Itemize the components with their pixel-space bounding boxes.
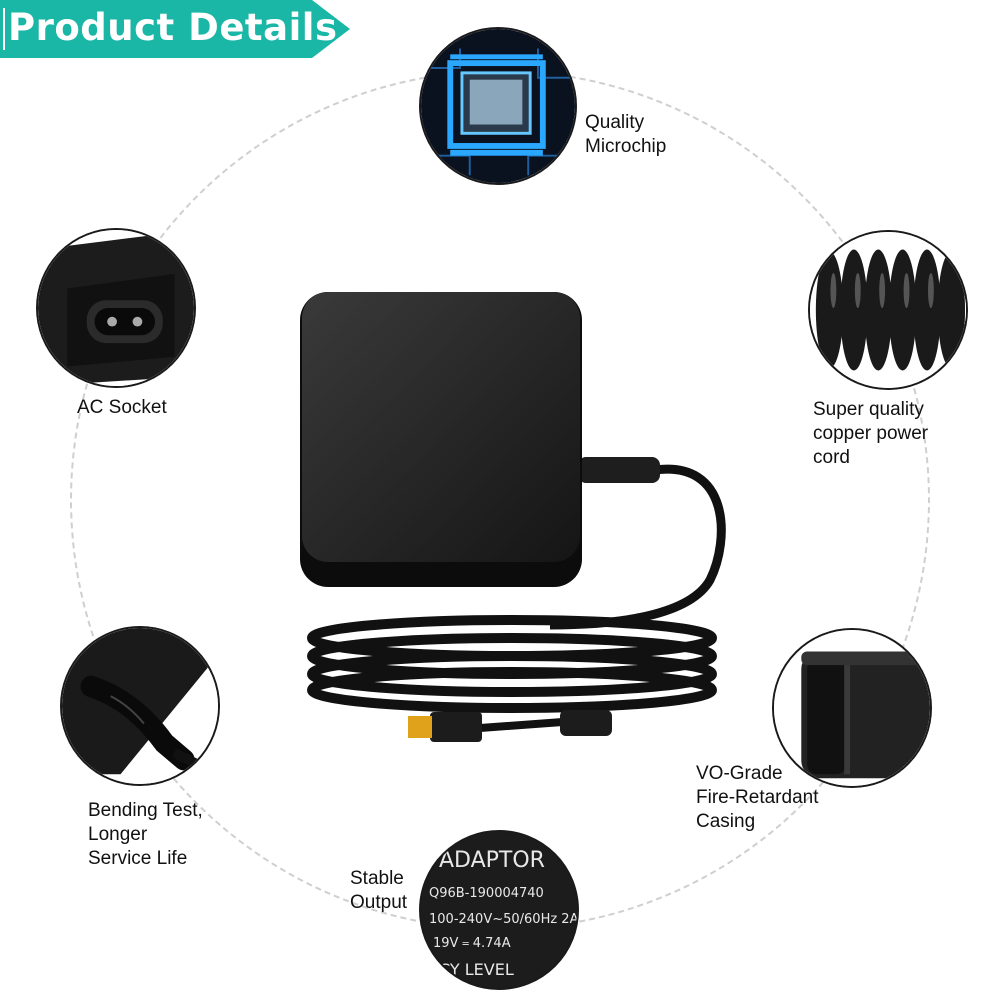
microchip-circle [419, 27, 577, 185]
output-label: Stable Output [350, 867, 407, 915]
ac-socket-label-line1: AC Socket [77, 397, 167, 418]
casing-label-line2: Fire-Retardant [696, 787, 819, 808]
cord-label-line1: Super quality [813, 399, 924, 420]
output-label-line2: Output [350, 892, 408, 913]
cord-label: Super quality copper power cord [813, 398, 928, 470]
ac-socket-label: AC Socket [77, 396, 167, 420]
ac-socket-circle [36, 228, 196, 388]
banner-title: Product Details [8, 6, 338, 49]
cord-label-line3: cord [813, 447, 850, 468]
coiled-cord-icon [810, 232, 966, 388]
casing-label: VO-Grade Fire-Retardant Casing [696, 762, 819, 834]
plate-output-voltage: 19V [433, 936, 459, 951]
microchip-label-line2: Microchip [585, 136, 667, 157]
casing-icon [774, 630, 930, 786]
ac-socket-icon [38, 230, 194, 386]
power-adapter-image [290, 280, 750, 750]
casing-label-line3: Casing [696, 811, 756, 832]
plate-output-text: 19V ═ 4.74A [433, 936, 511, 951]
product-details-banner: Product Details [0, 0, 350, 58]
rating-plate-circle: ADAPTOR Q96B-190004740 100-240V~50/60Hz … [419, 830, 579, 990]
banner-shape [0, 0, 350, 58]
coiled-cord-circle [808, 230, 968, 390]
microchip-icon [421, 29, 575, 183]
casing-circle [772, 628, 932, 788]
microchip-label-line1: Quality [585, 112, 645, 133]
bending-label-line3: Service Life [88, 848, 188, 869]
casing-label-line1: VO-Grade [696, 763, 783, 784]
plate-input-text: 100-240V~50/60Hz 2A [429, 912, 579, 927]
plate-adaptor-text: ADAPTOR [439, 848, 545, 873]
plate-efficiency-text: CY LEVEL [439, 960, 514, 979]
bending-label-line2: Longer [88, 824, 148, 845]
microchip-label: Quality Microchip [585, 111, 666, 159]
output-label-line1: Stable [350, 868, 404, 889]
plate-output-current: 4.74A [472, 936, 511, 951]
bending-label-line1: Bending Test, [88, 800, 203, 821]
bending-label: Bending Test, Longer Service Life [88, 799, 203, 871]
rating-plate: ADAPTOR Q96B-190004740 100-240V~50/60Hz … [421, 832, 577, 988]
plate-model-text: Q96B-190004740 [429, 886, 544, 901]
cord-label-line2: copper power [813, 423, 929, 444]
bending-cable-icon [62, 628, 218, 784]
bending-test-circle [60, 626, 220, 786]
